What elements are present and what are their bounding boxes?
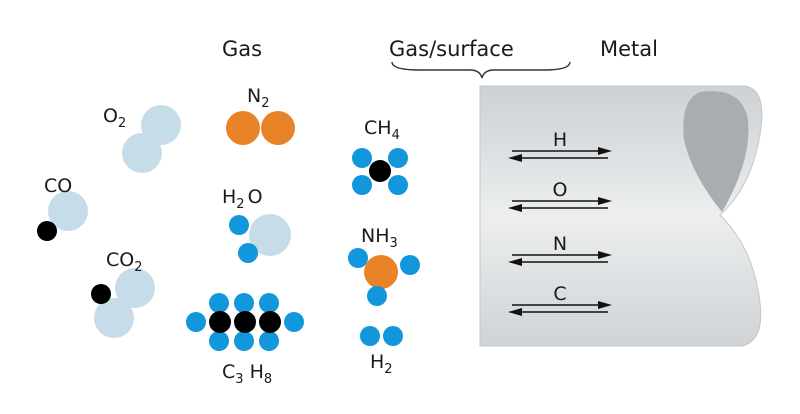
metal-shade (683, 91, 749, 212)
atom-hydrogen (209, 331, 229, 351)
label-h2: H2 (370, 351, 393, 377)
atom-hydrogen (352, 148, 372, 168)
atom-carbon (259, 311, 281, 333)
label-o2: O2 (103, 105, 126, 131)
atom-hydrogen (388, 175, 408, 195)
atom-hydrogen (209, 293, 229, 313)
header-gas: Gas (222, 37, 262, 61)
atom-oxygen (48, 191, 88, 231)
atom-hydrogen (360, 326, 380, 346)
atom-hydrogen (284, 312, 304, 332)
molecule-h2: H2 (360, 326, 403, 377)
label-ch4: CH4 (364, 117, 400, 143)
header-gas-surface: Gas/surface (389, 37, 514, 61)
label-nh3: NH3 (361, 225, 398, 251)
molecule-co: CO (37, 175, 88, 241)
atom-hydrogen (383, 326, 403, 346)
atom-oxygen (94, 298, 134, 338)
atom-hydrogen (259, 293, 279, 313)
atom-oxygen (115, 268, 155, 308)
metal-block (479, 85, 763, 347)
atom-oxygen (249, 214, 291, 256)
atom-nitrogen (226, 111, 260, 145)
atom-hydrogen (238, 243, 258, 263)
label-n2: N2 (247, 85, 270, 111)
atom-hydrogen (186, 312, 206, 332)
arrow-label-c: C (553, 283, 566, 305)
header-metal: Metal (600, 37, 658, 61)
molecule-o2: O2 (103, 105, 181, 173)
atom-hydrogen (348, 248, 368, 268)
atom-carbon (37, 221, 57, 241)
arrow-c: C (508, 283, 612, 316)
atom-hydrogen (229, 215, 249, 235)
atom-carbon (234, 311, 256, 333)
atom-hydrogen (388, 148, 408, 168)
atom-hydrogen (259, 331, 279, 351)
label-co2: CO2 (106, 249, 143, 275)
atom-nitrogen (364, 255, 398, 289)
arrow-label-o: O (553, 179, 568, 201)
atom-hydrogen (234, 293, 254, 313)
arrow-h: H (508, 129, 612, 162)
molecule-co2: CO2 (91, 249, 155, 338)
arrow-n: N (508, 233, 612, 266)
exchange-arrows: H O N C (508, 129, 612, 316)
atom-hydrogen (234, 331, 254, 351)
molecule-ch4: CH4 (352, 117, 408, 195)
arrow-label-n: N (553, 233, 567, 255)
atom-carbon (209, 311, 231, 333)
label-co: CO (44, 175, 72, 197)
atom-nitrogen (261, 111, 295, 145)
molecule-nh3: NH3 (348, 225, 420, 306)
atom-oxygen (141, 105, 181, 145)
arrow-label-h: H (553, 129, 567, 151)
atom-hydrogen (367, 286, 387, 306)
interface-brace (391, 61, 571, 79)
molecule-n2: N2 (226, 85, 295, 145)
arrow-o: O (508, 179, 612, 212)
atom-carbon (369, 160, 391, 182)
atom-carbon (91, 284, 111, 304)
atom-oxygen (122, 133, 162, 173)
atom-hydrogen (352, 175, 372, 195)
atom-hydrogen (400, 255, 420, 275)
